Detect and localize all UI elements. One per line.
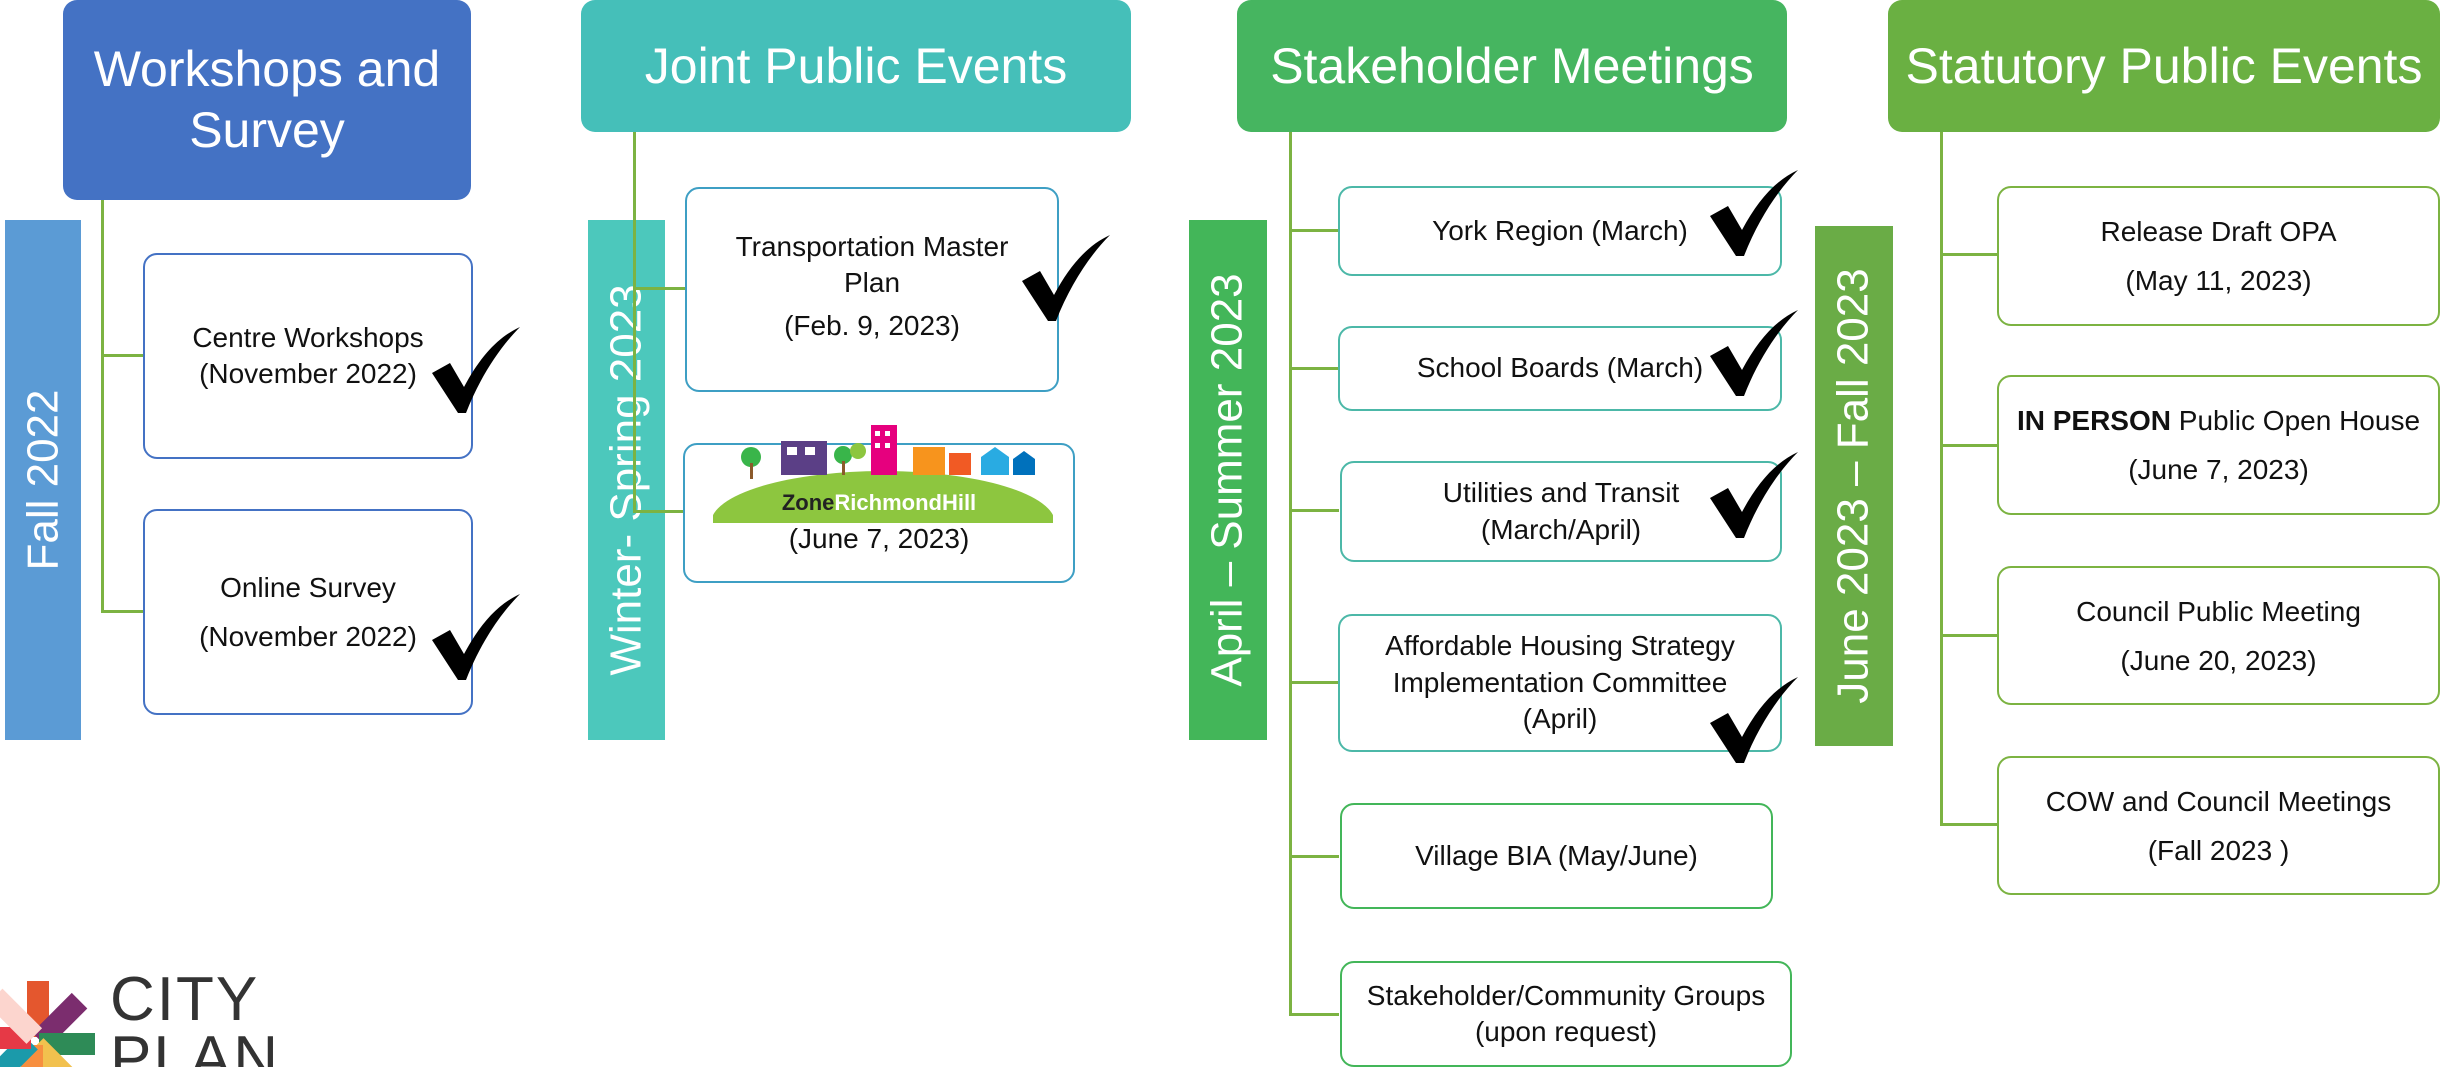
connector-line <box>633 287 686 290</box>
item-affordable-housing: Affordable Housing Strategy Implementati… <box>1338 614 1782 752</box>
city-plan-wordmark: CITY PLAN <box>110 968 280 1067</box>
logo-line-city: CITY <box>110 968 260 1034</box>
period-label-june-fall-2023: June 2023 – Fall 2023 <box>1829 268 1879 704</box>
item-title-bold: IN PERSON <box>2016 405 2171 436</box>
connector-line <box>101 354 144 357</box>
item-release-draft-opa: Release Draft OPA (May 11, 2023) <box>1997 186 2440 326</box>
header-joint-public-events-label: Joint Public Events <box>644 37 1068 94</box>
header-statutory-public-events: Statutory Public Events <box>1888 0 2440 132</box>
checkmark-icon <box>1710 677 1798 763</box>
connector-line <box>633 510 686 513</box>
item-zone-richmond-hill: ZoneRichmondHill (June 7, 2023) <box>683 425 1075 583</box>
item-title: Affordable Housing Strategy <box>1385 630 1735 662</box>
item-council-public-meeting: Council Public Meeting (June 20, 2023) <box>1997 566 2440 705</box>
checkmark-icon <box>1710 452 1798 538</box>
connector-line <box>1940 132 1943 826</box>
period-bar-fall-2022: Fall 2022 <box>5 220 81 740</box>
item-title: York Region (March) <box>1432 214 1688 246</box>
connector-line <box>1289 681 1339 684</box>
item-public-open-house: IN PERSON Public Open House (June 7, 202… <box>1997 375 2440 515</box>
item-date: (Fall 2023 ) <box>2147 834 2290 866</box>
connector-line <box>101 610 144 613</box>
city-plan-logo: CITY PLAN <box>0 968 290 1067</box>
connector-line <box>101 200 104 612</box>
item-title: Stakeholder/Community Groups <box>1366 979 1766 1011</box>
item-date: (June 20, 2023) <box>2120 644 2317 676</box>
header-workshops-survey: Workshops and Survey <box>63 0 471 200</box>
item-date: (June 7, 2023) <box>2128 454 2309 485</box>
header-joint-public-events: Joint Public Events <box>581 0 1131 132</box>
checkmark-icon <box>1022 235 1110 321</box>
item-title: IN PERSON Public Open House <box>2017 396 2420 445</box>
connector-line <box>1289 1013 1339 1016</box>
header-stakeholder-meetings-label: Stakeholder Meetings <box>1270 37 1754 94</box>
item-title: School Boards (March) <box>1416 352 1704 384</box>
item-community-groups: Stakeholder/Community Groups (upon reque… <box>1340 961 1792 1067</box>
header-stakeholder-meetings: Stakeholder Meetings <box>1237 0 1787 132</box>
item-transportation-master-plan: Transportation Master Plan (Feb. 9, 2023… <box>685 187 1059 392</box>
item-village-bia: Village BIA (May/June) <box>1340 803 1773 909</box>
header-statutory-public-events-label: Statutory Public Events <box>1905 37 2423 94</box>
zone-richmond-hill-logo <box>713 425 1053 523</box>
connector-line <box>1289 509 1339 512</box>
period-label-winter-spring-2023: Winter- Spring 2023 <box>601 284 651 676</box>
zone-richmond-hill-wordmark: ZoneRichmondHill <box>685 489 1073 518</box>
item-title: Village BIA (May/June) <box>1415 839 1698 871</box>
item-date: (November 2022) <box>199 358 417 389</box>
item-utilities-transit: Utilities and Transit (March/April) <box>1340 461 1782 562</box>
period-bar-winter-spring-2023: Winter- Spring 2023 <box>588 220 665 740</box>
item-title-rest: Public Open House <box>2170 405 2421 436</box>
connector-line <box>633 132 636 512</box>
connector-line <box>1289 132 1292 1015</box>
item-subtitle: Implementation Committee <box>1392 666 1728 698</box>
header-workshops-survey-label: Workshops and Survey <box>93 41 441 158</box>
connector-line <box>1289 855 1339 858</box>
checkmark-icon <box>432 327 520 413</box>
connector-line <box>1940 253 1998 256</box>
connector-line <box>1940 634 1998 637</box>
item-date: (May 11, 2023) <box>2125 265 2312 296</box>
item-title: COW and Council Meetings <box>2045 785 2392 817</box>
item-title: Council Public Meeting <box>2076 595 2361 627</box>
item-online-survey: Online Survey (November 2022) <box>143 509 473 715</box>
period-label-fall-2022: Fall 2022 <box>18 389 68 571</box>
item-title: Release Draft OPA <box>2100 216 2337 247</box>
item-date: (upon request) <box>1474 1016 1658 1047</box>
connector-line <box>1289 367 1339 370</box>
period-bar-april-summer-2023: April – Summer 2023 <box>1189 220 1267 740</box>
connector-line <box>1289 229 1339 232</box>
item-date: (November 2022) <box>199 621 417 652</box>
item-date: (March/April) <box>1480 513 1642 545</box>
item-date: (Feb. 9, 2023) <box>784 310 960 342</box>
item-title: Utilities and Transit <box>1442 477 1680 509</box>
connector-line <box>1940 444 1998 447</box>
period-bar-june-fall-2023: June 2023 – Fall 2023 <box>1815 226 1893 746</box>
checkmark-icon <box>1710 310 1798 396</box>
item-school-boards: School Boards (March) <box>1338 326 1782 411</box>
connector-line <box>1940 823 1998 826</box>
city-plan-pinwheel-icon <box>0 981 95 1067</box>
checkmark-icon <box>1710 170 1798 256</box>
item-date: (April) <box>1522 703 1598 735</box>
item-title: Online Survey <box>220 572 396 603</box>
item-cow-council-meetings: COW and Council Meetings (Fall 2023 ) <box>1997 756 2440 895</box>
item-york-region: York Region (March) <box>1338 186 1782 276</box>
period-label-april-summer-2023: April – Summer 2023 <box>1203 273 1253 687</box>
item-centre-workshops: Centre Workshops (November 2022) <box>143 253 473 459</box>
item-date: (June 7, 2023) <box>788 522 970 554</box>
checkmark-icon <box>432 594 520 680</box>
logo-line-plan: PLAN <box>110 1023 280 1067</box>
item-title: Transportation Master Plan <box>735 230 1009 298</box>
logo-zone: Zone <box>781 490 835 515</box>
logo-richmond-hill: RichmondHill <box>834 490 977 515</box>
item-title: Centre Workshops <box>192 321 424 353</box>
